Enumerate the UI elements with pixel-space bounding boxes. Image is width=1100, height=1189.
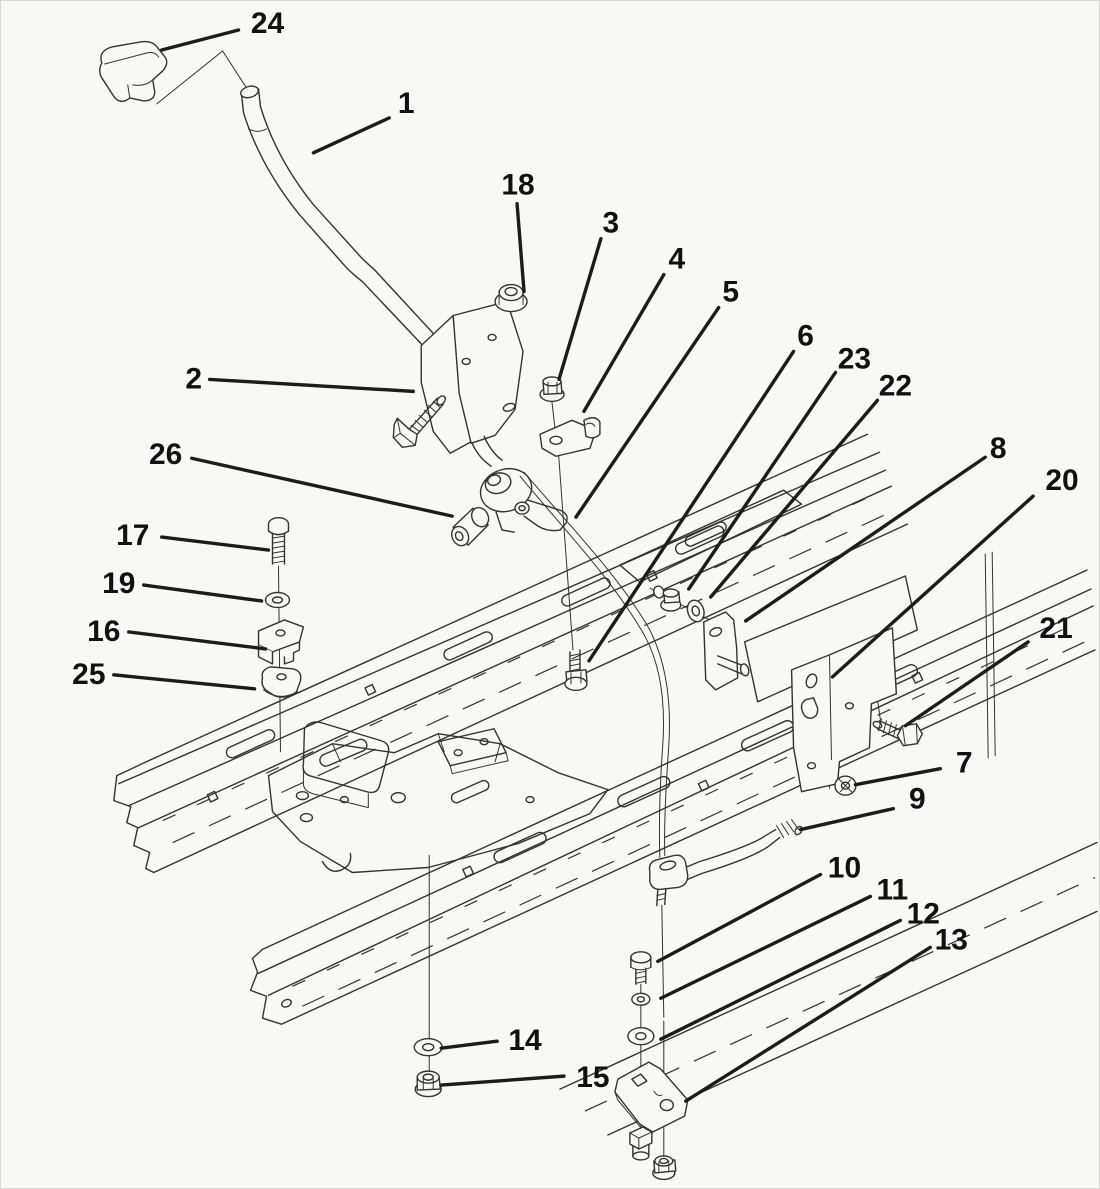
callout-18-label: 18	[501, 169, 534, 202]
callout-19-leader-flat-washer	[142, 583, 264, 603]
callout-1-leader-lever-shaft	[311, 116, 391, 155]
callout-14-label: 14	[508, 1024, 542, 1057]
callout-18-leader-lock-nut	[515, 202, 526, 294]
part-shift-knob	[99, 40, 168, 103]
part-carriage-bolt-2	[392, 395, 447, 448]
part-hex-bolt-10	[630, 951, 652, 985]
callout-4-leader-clamp-bracket	[582, 272, 666, 414]
part-frame-bracket-20	[790, 627, 898, 793]
callout-11-leader-small-washer	[659, 894, 873, 1000]
callout-26-label: 26	[149, 438, 182, 471]
part-flat-washer-19	[264, 591, 291, 609]
callout-19-label: 19	[102, 567, 135, 600]
part-flat-washer-12	[627, 1027, 655, 1046]
part-hex-nut-bottom	[652, 1155, 677, 1181]
part-flange-nut-23	[652, 585, 682, 612]
callout-23-leader-flange-nut	[687, 370, 838, 591]
callout-10-leader-hex-bolt	[656, 872, 823, 964]
center-mount-plate	[267, 721, 609, 874]
part-hex-nut-15	[414, 1070, 442, 1098]
callout-1-label: 1	[398, 87, 415, 120]
part-flange-lock-nut-7	[834, 775, 857, 796]
callout-8-leader-pivot-pin-bracket	[743, 455, 987, 623]
part-lever-shaft	[240, 85, 460, 375]
part-flat-washer-22	[686, 599, 705, 623]
part-flat-washer-14	[413, 1037, 443, 1057]
part-small-washer-11	[631, 992, 651, 1006]
callout-25-leader-spacer-pad	[112, 673, 257, 691]
callout-10-label: 10	[828, 851, 861, 884]
callout-17-leader-hex-bolt	[160, 535, 271, 552]
callout-12-leader-flat-washer	[659, 918, 903, 1041]
callout-15-leader-hex-nut	[439, 1074, 566, 1087]
callout-24-leader-shift-knob	[160, 28, 241, 52]
part-anchor-plate-13	[614, 1061, 689, 1133]
callout-6-label: 6	[797, 319, 814, 352]
part-spacer-pad-25	[261, 666, 302, 698]
callout-23-label: 23	[838, 342, 871, 375]
part-hex-bolt-21	[872, 718, 924, 747]
part-lever-pivot-plates	[420, 300, 524, 467]
callout-16-leader-clamp-bracket	[127, 630, 268, 651]
callout-9-leader-rod-ball-joint-end	[798, 806, 896, 832]
callout-7-leader-flange-lock-nut	[853, 766, 942, 787]
part-clamp-bracket-4	[539, 417, 601, 457]
callout-4-label: 4	[668, 243, 685, 276]
part-lock-nut-18	[494, 283, 528, 313]
part-spacer-bushing	[450, 506, 490, 547]
part-square-nut-13b	[629, 1126, 653, 1161]
part-shift-rod	[519, 471, 671, 859]
callout-5-leader-shift-rod	[574, 305, 721, 519]
callout-13-leader-anchor-plate	[684, 945, 933, 1103]
callout-21-leader-hex-bolt	[903, 640, 1030, 728]
part-pivot-disc	[479, 468, 568, 533]
callout-13-label: 13	[935, 923, 968, 956]
callout-24-label: 24	[251, 7, 285, 40]
callout-3-label: 3	[603, 207, 620, 240]
callout-11-label: 11	[877, 873, 909, 906]
callout-12-label: 12	[907, 897, 940, 930]
callout-17-label: 17	[116, 519, 149, 552]
callout-20-label: 20	[1045, 464, 1078, 497]
part-flange-nut-3	[539, 376, 565, 403]
callout-22-label: 22	[879, 369, 912, 402]
callout-22-leader-flat-washer	[709, 398, 880, 599]
part-rod-ball-joint	[648, 819, 803, 907]
callout-7-label: 7	[956, 747, 973, 780]
callout-15-label: 15	[576, 1061, 609, 1094]
callout-3-leader-flange-nut	[557, 236, 603, 382]
part-hex-bolt-17	[267, 516, 290, 565]
callout-layer: 1234567891011121314151617181920212223242…	[72, 7, 1079, 1103]
callout-9-label: 9	[909, 783, 926, 816]
frame-rails	[113, 433, 1098, 1136]
callout-14-leader-flat-washer	[439, 1039, 499, 1050]
callout-26-leader-spacer-bushing	[189, 456, 454, 518]
callout-20-leader-frame-bracket	[830, 494, 1035, 679]
callout-2-leader-carriage-bolt	[207, 377, 415, 394]
callout-5-label: 5	[722, 276, 739, 309]
callout-25-label: 25	[72, 658, 105, 691]
part-pivot-pin-bracket-8	[703, 611, 750, 691]
callout-16-label: 16	[87, 615, 120, 648]
part-hex-bolt-6	[564, 649, 588, 692]
callout-6-leader-hex-bolt	[587, 349, 796, 663]
part-clamp-bracket-16	[257, 619, 305, 665]
callout-8-label: 8	[990, 432, 1007, 465]
callout-21-label: 21	[1039, 612, 1072, 645]
callout-2-label: 2	[185, 362, 202, 395]
